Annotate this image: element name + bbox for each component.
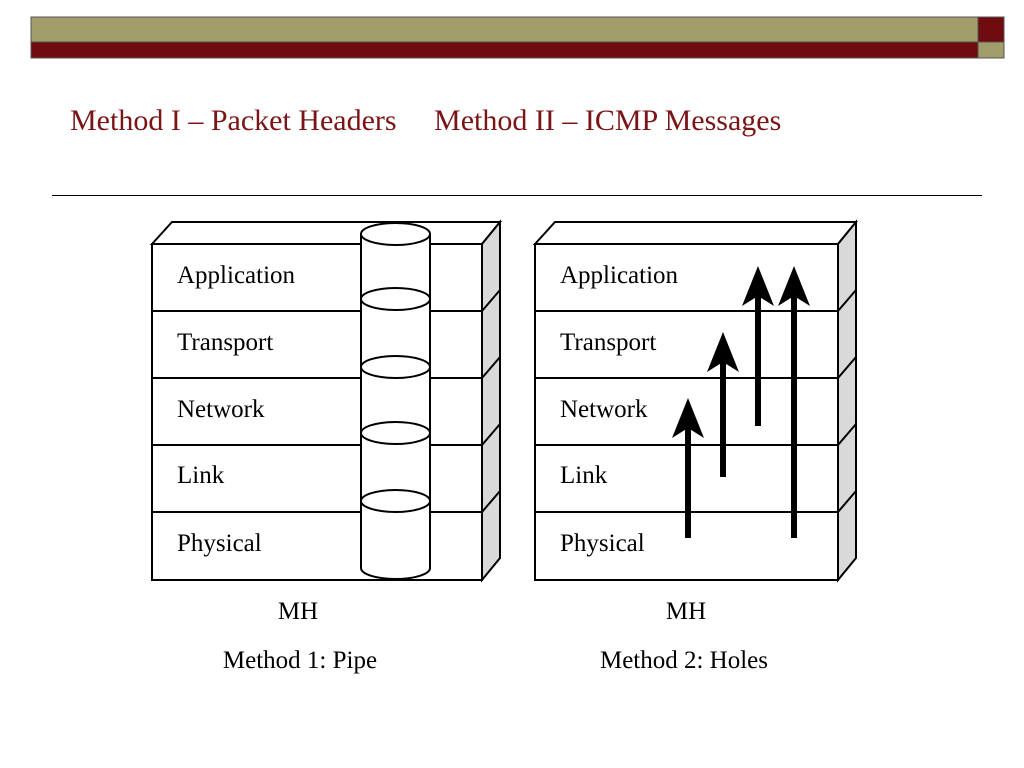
arrow-physical-to-network: [672, 398, 704, 538]
pipe-cylinder: [360, 222, 431, 580]
left-stack-top-face: [149, 221, 503, 245]
slide-title: Method I – Packet Headers Method II – IC…: [70, 104, 782, 137]
right-stack-top-face: [532, 221, 859, 245]
olive-bar: [30, 16, 979, 43]
right-node-label: MH: [666, 598, 706, 625]
left-caption: Method 1: Pipe: [223, 647, 377, 674]
left-layer-link: Link: [177, 462, 225, 489]
right-stack-side-face: [837, 219, 857, 583]
left-layer-transport: Transport: [177, 329, 273, 356]
right-caption: Method 2: Holes: [600, 647, 768, 674]
left-node-label: MH: [278, 598, 318, 625]
top-decorative-bar: [30, 16, 1005, 59]
right-layer-link: Link: [560, 462, 608, 489]
right-layer-transport: Transport: [560, 329, 656, 356]
title-divider: [52, 195, 982, 196]
arrow-network-to-application: [742, 266, 774, 426]
maroon-square: [977, 16, 1005, 43]
olive-square: [977, 41, 1005, 59]
left-layer-network: Network: [177, 396, 265, 423]
left-stack-side-face: [481, 219, 501, 583]
left-layer-physical: Physical: [177, 530, 262, 557]
arrow-physical-to-application: [778, 266, 810, 538]
right-layer-application: Application: [560, 262, 679, 289]
right-layer-physical: Physical: [560, 530, 645, 557]
right-layer-network: Network: [560, 396, 648, 423]
hole-arrows: [672, 266, 810, 538]
left-layer-application: Application: [177, 262, 296, 289]
arrow-link-to-transport: [707, 332, 739, 477]
